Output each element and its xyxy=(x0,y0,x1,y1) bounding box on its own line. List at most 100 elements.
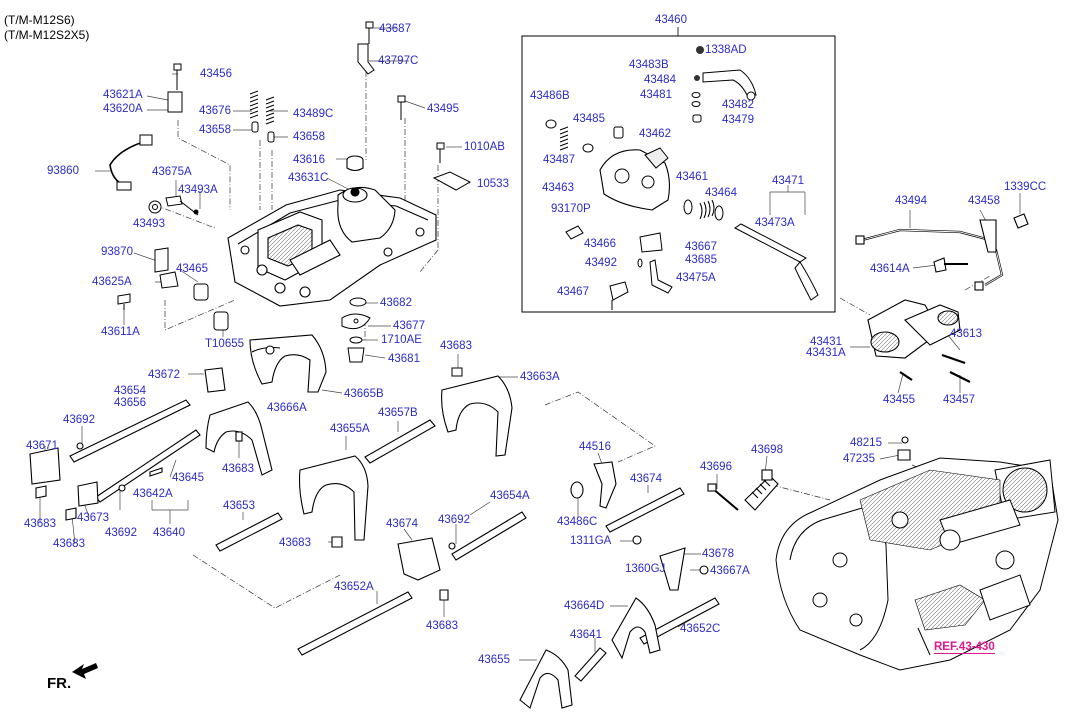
part-label[interactable]: 43484 xyxy=(644,74,676,86)
part-label[interactable]: 43487 xyxy=(543,154,575,166)
part-label[interactable]: 43481 xyxy=(640,89,672,101)
part-label[interactable]: 43463 xyxy=(542,182,574,194)
part-label[interactable]: 43683 xyxy=(279,537,311,549)
part-label[interactable]: 43625A xyxy=(92,276,132,288)
part-label[interactable]: 43467 xyxy=(557,286,589,298)
part-label[interactable]: 1339CC xyxy=(1004,181,1047,193)
part-label[interactable]: 43678 xyxy=(702,548,734,560)
part-label[interactable]: 43654A xyxy=(490,490,530,502)
part-label[interactable]: 43652C xyxy=(680,623,721,635)
part-label[interactable]: 43482 xyxy=(722,99,754,111)
part-label[interactable]: 47235 xyxy=(843,453,875,465)
part-label[interactable]: 43471 xyxy=(772,175,804,187)
part-label[interactable]: 43464 xyxy=(705,187,737,199)
part-label[interactable]: 48215 xyxy=(850,437,882,449)
part-label[interactable]: 43672 xyxy=(148,369,180,381)
part-label[interactable]: 43486C xyxy=(557,516,598,528)
part-label[interactable]: 43696 xyxy=(700,461,732,473)
part-label[interactable]: 43677 xyxy=(393,320,425,332)
part-label[interactable]: 43455 xyxy=(883,394,915,406)
part-label[interactable]: 43492 xyxy=(585,257,617,269)
part-label[interactable]: 43673 xyxy=(77,512,109,524)
part-label[interactable]: 43614A xyxy=(870,263,910,275)
part-label[interactable]: 43687 xyxy=(379,23,411,35)
part-label[interactable]: 43620A xyxy=(103,103,143,115)
part-label[interactable]: 43461 xyxy=(676,171,708,183)
part-label[interactable]: 43681 xyxy=(388,353,420,365)
part-label[interactable]: 1338AD xyxy=(705,44,747,56)
part-label[interactable]: 43465 xyxy=(176,263,208,275)
part-label[interactable]: 43641 xyxy=(570,629,602,641)
part-label[interactable]: 43493A xyxy=(178,184,218,196)
part-label[interactable]: 43460 xyxy=(655,14,687,26)
part-label[interactable]: 43666A xyxy=(267,402,307,414)
part-label[interactable]: 43657B xyxy=(378,407,418,419)
part-label[interactable]: 1311GA xyxy=(570,535,612,547)
part-label[interactable]: 43685 xyxy=(685,254,717,266)
part-label[interactable]: T10655 xyxy=(205,338,245,350)
part-label[interactable]: 43654 xyxy=(114,385,146,397)
part-label[interactable]: 1010AB xyxy=(464,141,505,153)
part-label[interactable]: 43683 xyxy=(426,620,458,632)
part-label[interactable]: 43663A xyxy=(520,371,560,383)
part-label[interactable]: 43683 xyxy=(53,538,85,550)
part-label[interactable]: 43652A xyxy=(334,581,374,593)
part-label[interactable]: 43683 xyxy=(440,340,472,352)
part-label[interactable]: 43640 xyxy=(153,527,185,539)
part-label[interactable]: 43495 xyxy=(427,103,459,115)
part-label[interactable]: 43489C xyxy=(293,108,334,120)
part-label[interactable]: 43797C xyxy=(378,55,419,67)
part-label[interactable]: 43664D xyxy=(564,600,605,612)
part-label[interactable]: 43692 xyxy=(63,414,95,426)
part-label[interactable]: 43473A xyxy=(755,217,795,229)
part-label[interactable]: 43655A xyxy=(330,423,370,435)
part-label[interactable]: 43665B xyxy=(344,388,384,400)
part-label[interactable]: 43698 xyxy=(751,444,783,456)
part-label[interactable]: 43675A xyxy=(152,166,192,178)
part-label[interactable]: 43653 xyxy=(223,500,255,512)
part-label[interactable]: 43658 xyxy=(293,131,325,143)
part-label[interactable]: 43621A xyxy=(103,89,143,101)
part-label[interactable]: 44516 xyxy=(579,441,611,453)
part-label[interactable]: 43483B xyxy=(629,59,669,71)
part-label[interactable]: 43616 xyxy=(293,154,325,166)
part-label[interactable]: 43431 xyxy=(810,336,842,348)
part-label[interactable]: 43674 xyxy=(630,473,662,485)
part-label[interactable]: 43486B xyxy=(530,90,570,102)
part-label[interactable]: 43631C xyxy=(288,172,329,184)
part-label[interactable]: 93870 xyxy=(101,246,133,258)
part-label[interactable]: 43475A xyxy=(676,272,716,284)
part-label[interactable]: 43642A xyxy=(133,488,173,500)
part-label[interactable]: 93170P xyxy=(551,203,591,215)
part-label[interactable]: 43674 xyxy=(386,518,418,530)
part-label[interactable]: 43683 xyxy=(24,518,56,530)
part-label[interactable]: 43479 xyxy=(722,114,754,126)
part-label[interactable]: 1710AE xyxy=(381,334,422,346)
part-label[interactable]: 43658 xyxy=(199,124,231,136)
part-label[interactable]: 43457 xyxy=(943,394,975,406)
part-label[interactable]: 43493 xyxy=(133,218,165,230)
part-label[interactable]: 43676 xyxy=(199,105,231,117)
part-label[interactable]: 43485 xyxy=(573,113,605,125)
part-label[interactable]: 43671 xyxy=(26,440,58,452)
part-label[interactable]: 1360GJ xyxy=(625,563,666,575)
part-label[interactable]: 43458 xyxy=(968,195,1000,207)
part-label[interactable]: 43692 xyxy=(438,514,470,526)
part-label[interactable]: 43431A xyxy=(806,347,846,359)
part-label[interactable]: 43456 xyxy=(200,68,232,80)
part-label[interactable]: 43645 xyxy=(172,472,204,484)
part-label[interactable]: 93860 xyxy=(47,165,79,177)
reference-link[interactable]: REF.43-430 xyxy=(934,641,995,654)
part-label[interactable]: 43462 xyxy=(639,128,671,140)
part-label[interactable]: 43656 xyxy=(114,397,146,409)
part-label[interactable]: 43692 xyxy=(105,527,137,539)
part-label[interactable]: 43682 xyxy=(380,297,412,309)
part-label[interactable]: 43613 xyxy=(950,328,982,340)
part-label[interactable]: 43494 xyxy=(895,195,927,207)
part-label[interactable]: 43667A xyxy=(710,565,750,577)
part-label[interactable]: 43466 xyxy=(584,238,616,250)
part-label[interactable]: 43611A xyxy=(101,326,140,338)
part-label[interactable]: 43667 xyxy=(685,241,717,253)
part-label[interactable]: 10533 xyxy=(477,178,509,190)
part-label[interactable]: 43683 xyxy=(222,463,254,475)
